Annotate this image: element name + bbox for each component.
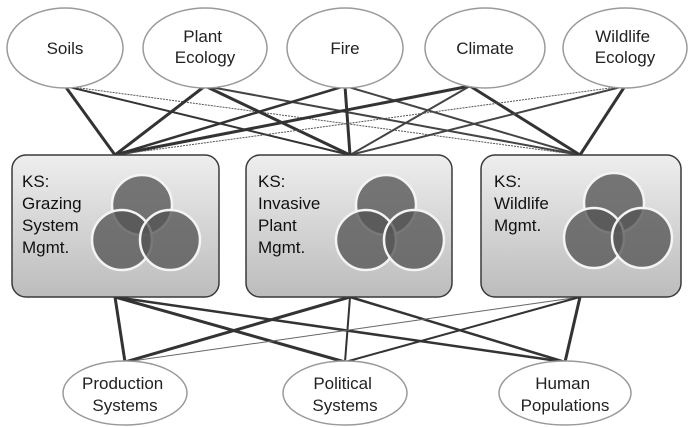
connector-grazing-production [113,296,127,363]
node-label: Human [535,374,590,393]
node-ellipse [62,360,188,426]
connector-plant-invasive [204,84,351,157]
node-label: Climate [456,39,514,58]
venn-icon [562,171,674,270]
node-climate: Climate [424,7,546,89]
svg-text:Soils: Soils [47,39,84,58]
node-label: Populations [521,396,610,415]
node-label: Production [82,374,163,393]
connector-fire-wildlife [344,85,581,156]
venn-icon [334,173,446,272]
connector-wildlifeeco-invasive [349,85,626,156]
node-fire: Fire [286,7,404,89]
connector-invasive-human [349,295,566,364]
node-label: Plant [183,27,222,46]
connector-wildlife-human [563,296,582,363]
ks-label: KS: [22,172,49,191]
ks-invasive-plant-mgmt: KS: Invasive Plant Mgmt. [245,154,453,298]
node-ellipse [498,360,632,426]
ks-label: KS: [494,172,521,191]
connector-soils-wildlife [64,85,581,156]
ks-wildlife-mgmt: KS: Wildlife Mgmt. [480,154,682,298]
ks-label: Wildlife [494,194,549,213]
ks-label: Mgmt. [494,216,541,235]
node-soils: Soils [6,7,124,89]
ks-label: Mgmt. [22,238,69,257]
connector-invasive-political [344,296,351,363]
connector-climate-invasive [349,85,471,156]
ks-grazing-system-mgmt: KS: Grazing System Mgmt. [11,154,220,298]
connector-invasive-production [124,295,351,364]
ks-label: Mgmt. [258,238,305,257]
node-label: Soils [47,39,84,58]
venn-icon [90,173,202,272]
connector-climate-grazing [114,84,471,157]
node-label: Wildlife [595,27,650,46]
connector-wildlifeeco-wildlife [578,85,627,156]
ks-label: Plant [258,216,297,235]
connector-grazing-political [114,295,346,364]
node-label: Fire [330,39,359,58]
svg-text:Wildlife Ecology: Wildlife Ecology [595,27,656,67]
svg-text:Plant Ecology: Plant Ecology [175,27,236,67]
node-production-systems: Production Systems [62,360,188,426]
node-ellipse [6,7,124,89]
node-wildlife-ecology: Wildlife Ecology [562,7,688,89]
ks-label: System [22,216,79,235]
svg-text:Production Systems: Production Systems [82,374,168,415]
svg-text:KS: Wildlife Mgmt.: KS: Wildlife Mgmt. [494,172,554,235]
node-ellipse [424,7,546,89]
svg-text:Political Systems: Political Systems [312,374,377,415]
svg-text:KS: Invasive Plant: KS: Invasive Plant Mgmt. [258,172,325,257]
connector-wildlife-production [124,296,581,363]
node-label: Systems [92,396,157,415]
connector-soils-grazing [63,85,117,156]
ks-label: Grazing [22,194,82,213]
node-ellipse [286,7,404,89]
ks-label: KS: [258,172,285,191]
connector-wildlife-political [344,296,581,363]
connector-plant-wildlife [204,85,581,156]
svg-text:Human Populations: Human Populations [521,374,610,415]
ks-label: Invasive [258,194,320,213]
svg-text:Fire: Fire [330,39,359,58]
node-ellipse [562,7,688,89]
node-label: Ecology [595,48,656,67]
connector-lines [63,84,627,364]
node-ellipse [282,360,408,426]
svg-text:KS: Grazing System: KS: Grazing System Mgmt. [22,172,86,257]
connector-soils-invasive [64,85,351,156]
node-human-populations: Human Populations [498,360,632,426]
node-label: Systems [312,396,377,415]
node-label: Ecology [175,48,236,67]
connector-fire-invasive [343,85,352,156]
connector-climate-wildlife [469,84,581,157]
node-label: Political [313,374,372,393]
svg-text:Climate: Climate [456,39,514,58]
node-ellipse [142,7,268,89]
connector-wildlifeeco-grazing [114,85,626,156]
node-political-systems: Political Systems [282,360,408,426]
connector-fire-grazing [114,84,346,157]
node-plant-ecology: Plant Ecology [142,7,268,89]
connector-plant-grazing [114,84,206,157]
connector-grazing-human [114,295,566,364]
